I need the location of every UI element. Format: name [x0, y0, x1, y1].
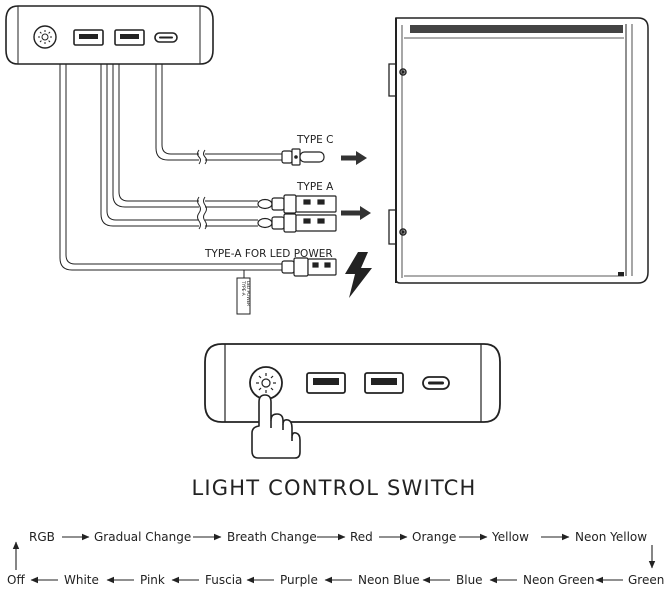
io-panel-small [5, 5, 214, 65]
seq-purple: Purple [280, 573, 318, 587]
seq-green: Green [628, 573, 664, 587]
usb-c-port-small [154, 32, 178, 43]
pc-case [388, 17, 649, 284]
led-power-connector [281, 257, 337, 277]
usb-a-connector-1 [257, 194, 337, 214]
seq-pink: Pink [140, 573, 165, 587]
usb-a-port-large-2 [364, 372, 404, 394]
sun-icon [38, 30, 52, 44]
seq-gradual-change: Gradual Change [94, 530, 191, 544]
usb-a-port-small-2 [114, 29, 145, 46]
seq-breath-change: Breath Change [227, 530, 317, 544]
seq-white: White [64, 573, 99, 587]
led-power-tag: TYPE-A LED POWER [236, 270, 251, 315]
light-control-switch-button[interactable] [249, 366, 283, 400]
seq-blue: Blue [456, 573, 483, 587]
label-type-c: TYPE C [296, 134, 333, 146]
tag-line2: LED POWER [246, 281, 251, 306]
cable-break-marks [197, 149, 207, 230]
sequence-top-row: RGB Gradual Change Breath Change Red Ora… [29, 530, 647, 544]
usb-a-port-small-1 [73, 29, 104, 46]
sequence-arrows [12, 533, 656, 584]
seq-fuscia: Fuscia [205, 573, 242, 587]
label-type-a: TYPE A [296, 181, 334, 193]
light-button-small[interactable] [33, 25, 57, 49]
arrow-right-icon [341, 206, 371, 220]
sequence-bottom-row: Off White Pink Fuscia Purple Neon Blue B… [7, 573, 664, 587]
sun-icon [256, 373, 276, 393]
seq-rgb: RGB [29, 530, 55, 544]
tag-line1: TYPE-A [241, 280, 246, 296]
lightning-bolt-icon [345, 252, 372, 298]
usb-c-connector [281, 148, 325, 166]
label-led-power: TYPE-A FOR LED POWER [204, 248, 333, 260]
usb-a-port-large-1 [306, 372, 346, 394]
title-light-control-switch: LIGHT CONTROL SWITCH [191, 476, 476, 500]
seq-orange: Orange [412, 530, 456, 544]
seq-neon-yellow: Neon Yellow [575, 530, 647, 544]
seq-yellow: Yellow [491, 530, 529, 544]
seq-red: Red [350, 530, 373, 544]
cables [59, 64, 282, 271]
io-panel-large [204, 343, 501, 423]
usb-c-port-large [422, 376, 450, 390]
pointing-hand-icon [251, 394, 301, 459]
seq-off: Off [7, 573, 25, 587]
seq-neon-green: Neon Green [523, 573, 594, 587]
arrow-right-icon [341, 151, 367, 165]
seq-neon-blue: Neon Blue [358, 573, 420, 587]
usb-a-connector-2 [257, 213, 337, 233]
